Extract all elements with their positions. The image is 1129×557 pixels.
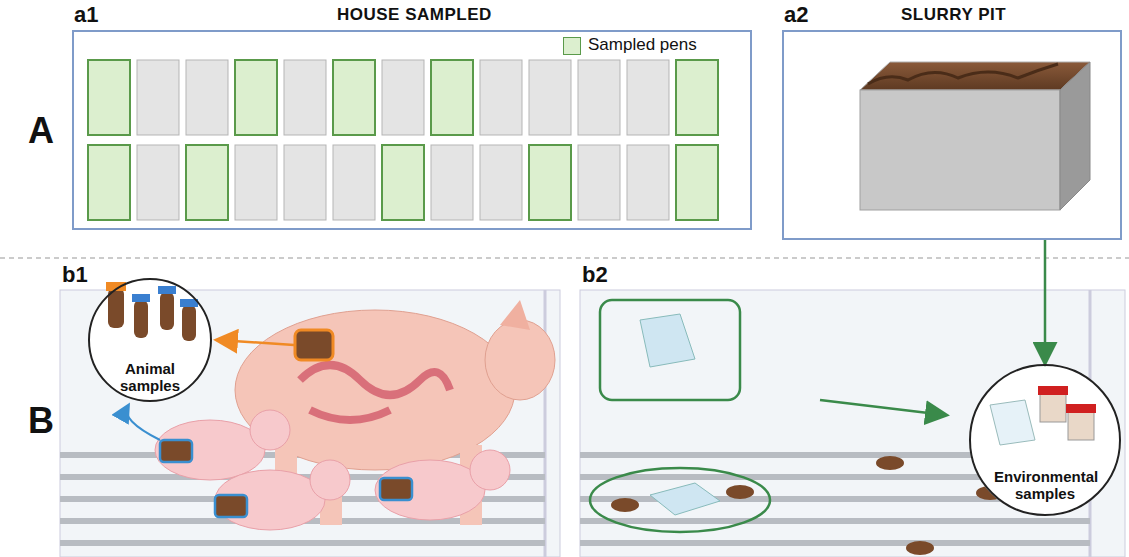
- pen-b1: [60, 290, 560, 557]
- legend-text: Sampled pens: [588, 35, 697, 55]
- pen: [382, 60, 424, 135]
- piglets: [155, 410, 510, 530]
- pen: [676, 60, 718, 135]
- pen: [480, 60, 522, 135]
- pen: [382, 145, 424, 220]
- pen: [284, 60, 326, 135]
- pen-b2: [580, 290, 1125, 557]
- pen: [137, 60, 179, 135]
- pen: [529, 60, 571, 135]
- pen: [333, 60, 375, 135]
- pen: [137, 145, 179, 220]
- pen: [88, 145, 130, 220]
- pen: [578, 145, 620, 220]
- pen: [578, 60, 620, 135]
- callout-text: Environmental samples: [971, 468, 1119, 502]
- pen: [186, 145, 228, 220]
- pen: [529, 145, 571, 220]
- pen: [235, 60, 277, 135]
- panel-label: b1: [62, 262, 88, 288]
- panel-label: a1: [74, 2, 98, 28]
- pen: [431, 145, 473, 220]
- legend-swatch: [563, 37, 581, 55]
- pen: [333, 145, 375, 220]
- pen: [88, 60, 130, 135]
- slurry-pit: [860, 62, 1090, 210]
- panel-box: a1HOUSE SAMPLED: [72, 30, 752, 230]
- pen: [480, 145, 522, 220]
- panel-label: a2: [784, 2, 808, 28]
- sample-callout: Animal samples: [88, 278, 212, 402]
- pen: [284, 145, 326, 220]
- panel-label: b2: [582, 262, 608, 288]
- pen: [627, 60, 669, 135]
- connector-arrow: [1044, 240, 1047, 362]
- panel-title: SLURRY PIT: [901, 5, 1006, 25]
- sample-callout: Environmental samples: [969, 364, 1121, 516]
- pen: [186, 60, 228, 135]
- panel-box: a2SLURRY PIT: [782, 30, 1122, 240]
- pen: [676, 145, 718, 220]
- tubes: [106, 282, 198, 341]
- panel-label: A: [28, 110, 54, 152]
- pen: [431, 60, 473, 135]
- panel-label: B: [28, 400, 54, 442]
- panel-title: HOUSE SAMPLED: [337, 5, 492, 25]
- callout-text: Animal samples: [90, 360, 210, 394]
- pen: [235, 145, 277, 220]
- pen: [627, 145, 669, 220]
